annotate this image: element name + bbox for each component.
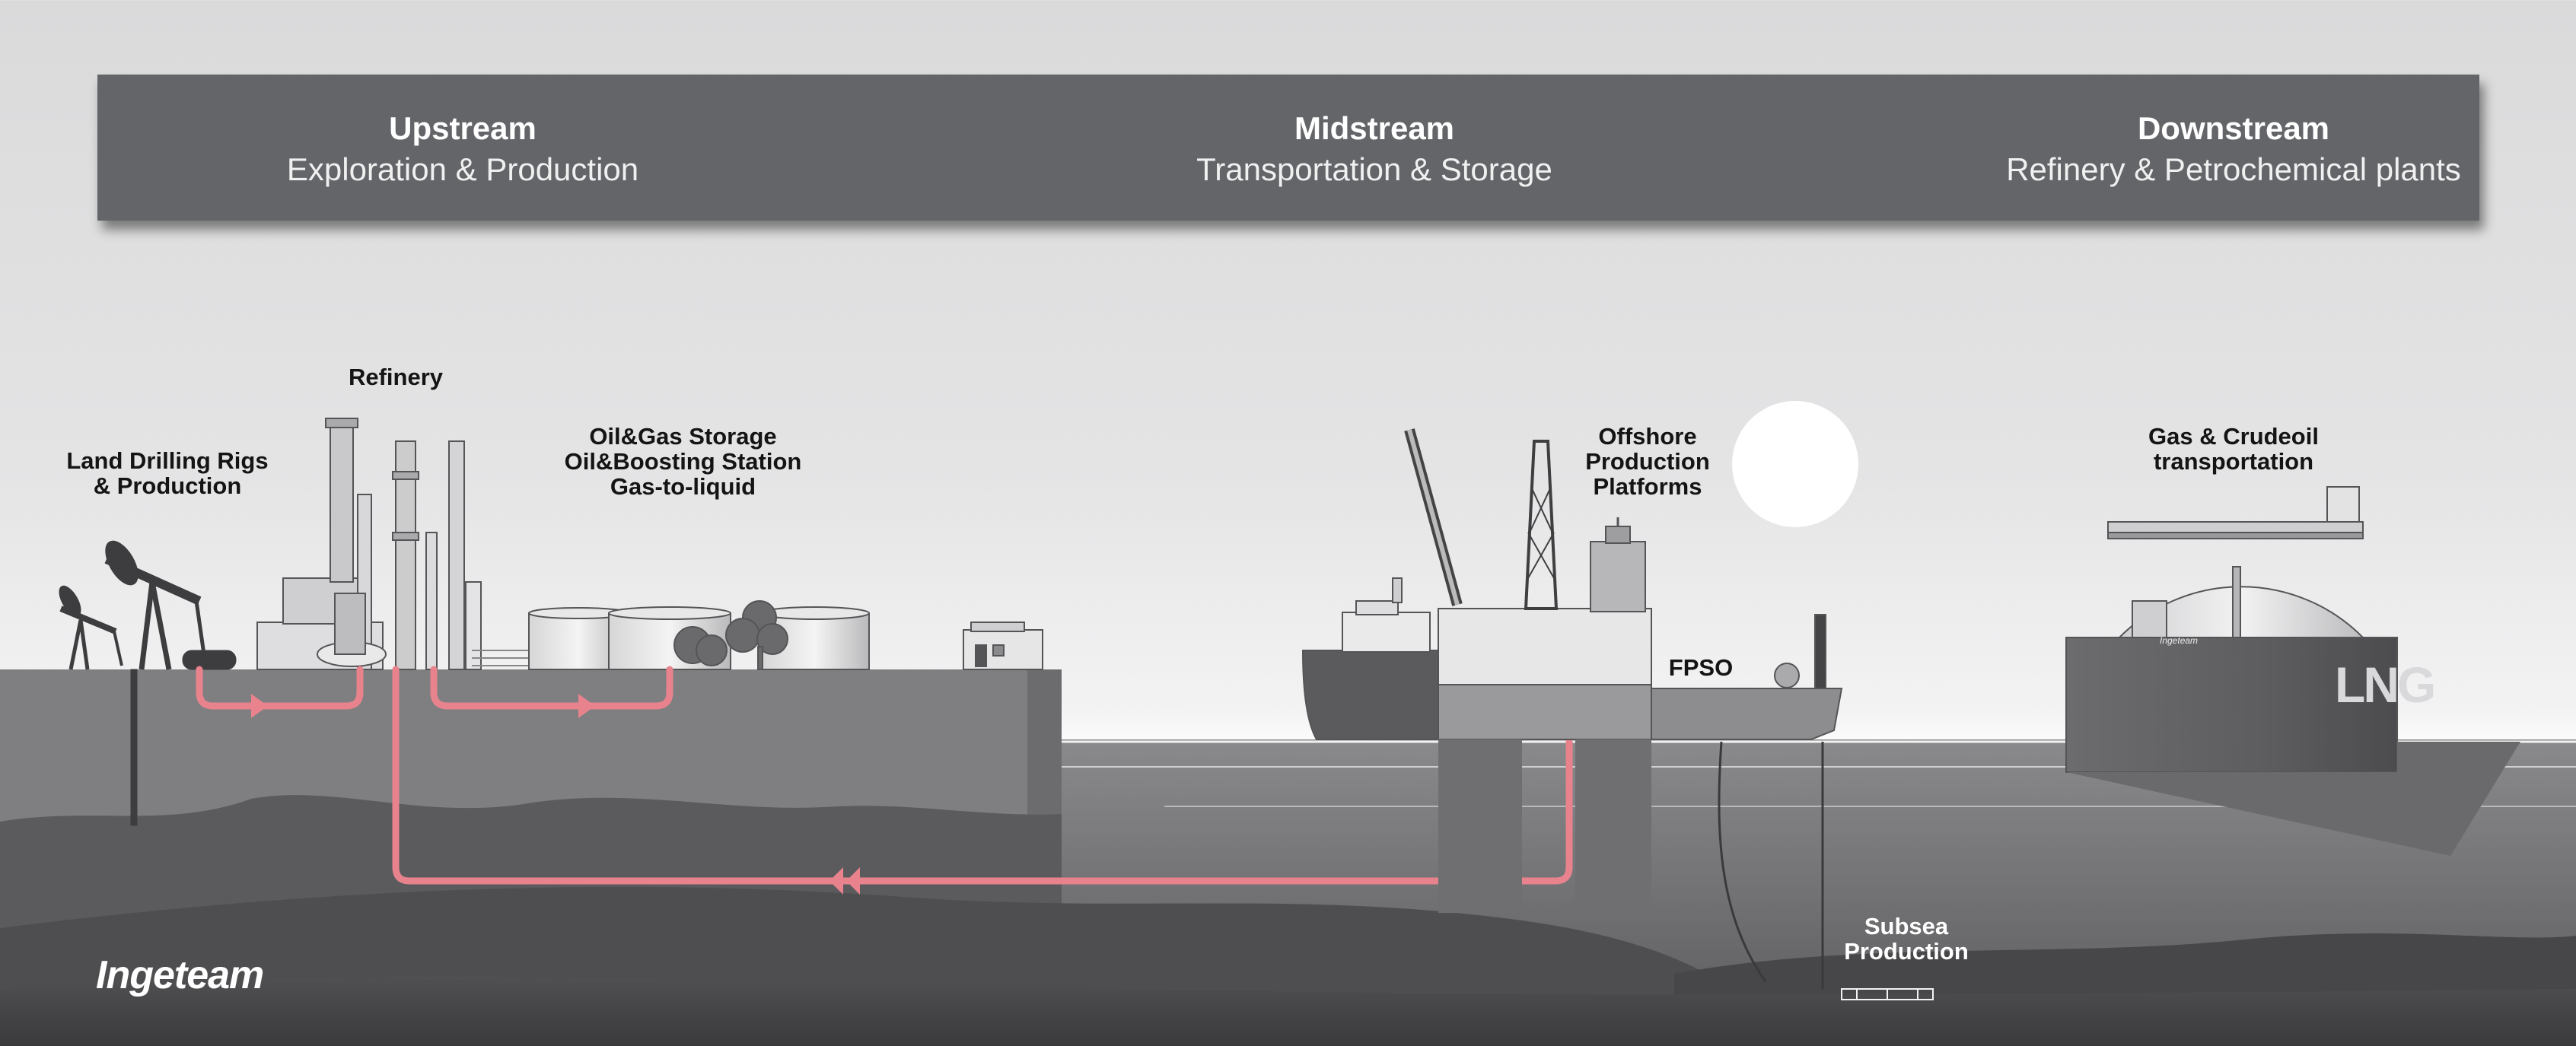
label-storage: Oil&Gas Storage Oil&Boosting Station Gas… xyxy=(564,423,802,500)
subsea-unit-icon xyxy=(1841,988,1934,1000)
label-refinery: Refinery xyxy=(348,364,444,390)
stage-downstream: Downstream Refinery & Petrochemical plan… xyxy=(1834,108,2576,190)
label-subsea: Subsea Production xyxy=(1844,913,1969,965)
value-chain-banner: Upstream Exploration & Production Midstr… xyxy=(97,75,2479,221)
pumpjack-icon xyxy=(59,540,237,826)
stage-subtitle: Exploration & Production xyxy=(286,151,639,187)
stage-upstream: Upstream Exploration & Production xyxy=(184,108,741,190)
pipeline xyxy=(196,666,1573,885)
stage-subtitle: Refinery & Petrochemical plants xyxy=(2006,151,2461,187)
storage-tanks-icon xyxy=(472,600,870,670)
lng-carrier-icon xyxy=(2065,486,2520,856)
flow-arrow-icon xyxy=(251,694,860,895)
building-icon xyxy=(963,622,1043,670)
label-fpso: FPSO xyxy=(1668,654,1734,681)
label-offshore: Offshore Production Platforms xyxy=(1585,423,1710,500)
label-gas-transport: Gas & Crudeoil transportation xyxy=(2148,423,2319,475)
stage-midstream: Midstream Transportation & Storage xyxy=(1032,108,1717,190)
refinery-icon xyxy=(256,418,482,670)
ship-lng-marking: LNG xyxy=(2335,657,2436,713)
stage-title: Upstream xyxy=(389,110,537,146)
stage-title: Midstream xyxy=(1294,110,1455,146)
label-land-drilling: Land Drilling Rigs & Production xyxy=(66,447,269,499)
stage-title: Downstream xyxy=(2137,110,2330,146)
ship-name-marking: Ingeteam xyxy=(2160,635,2199,646)
stage-subtitle: Transportation & Storage xyxy=(1196,151,1552,187)
brand-logo: Ingeteam xyxy=(96,953,264,997)
seabed xyxy=(0,886,2576,1046)
offshore-platform-icon xyxy=(1301,428,1843,989)
sun-icon xyxy=(1732,401,1858,527)
